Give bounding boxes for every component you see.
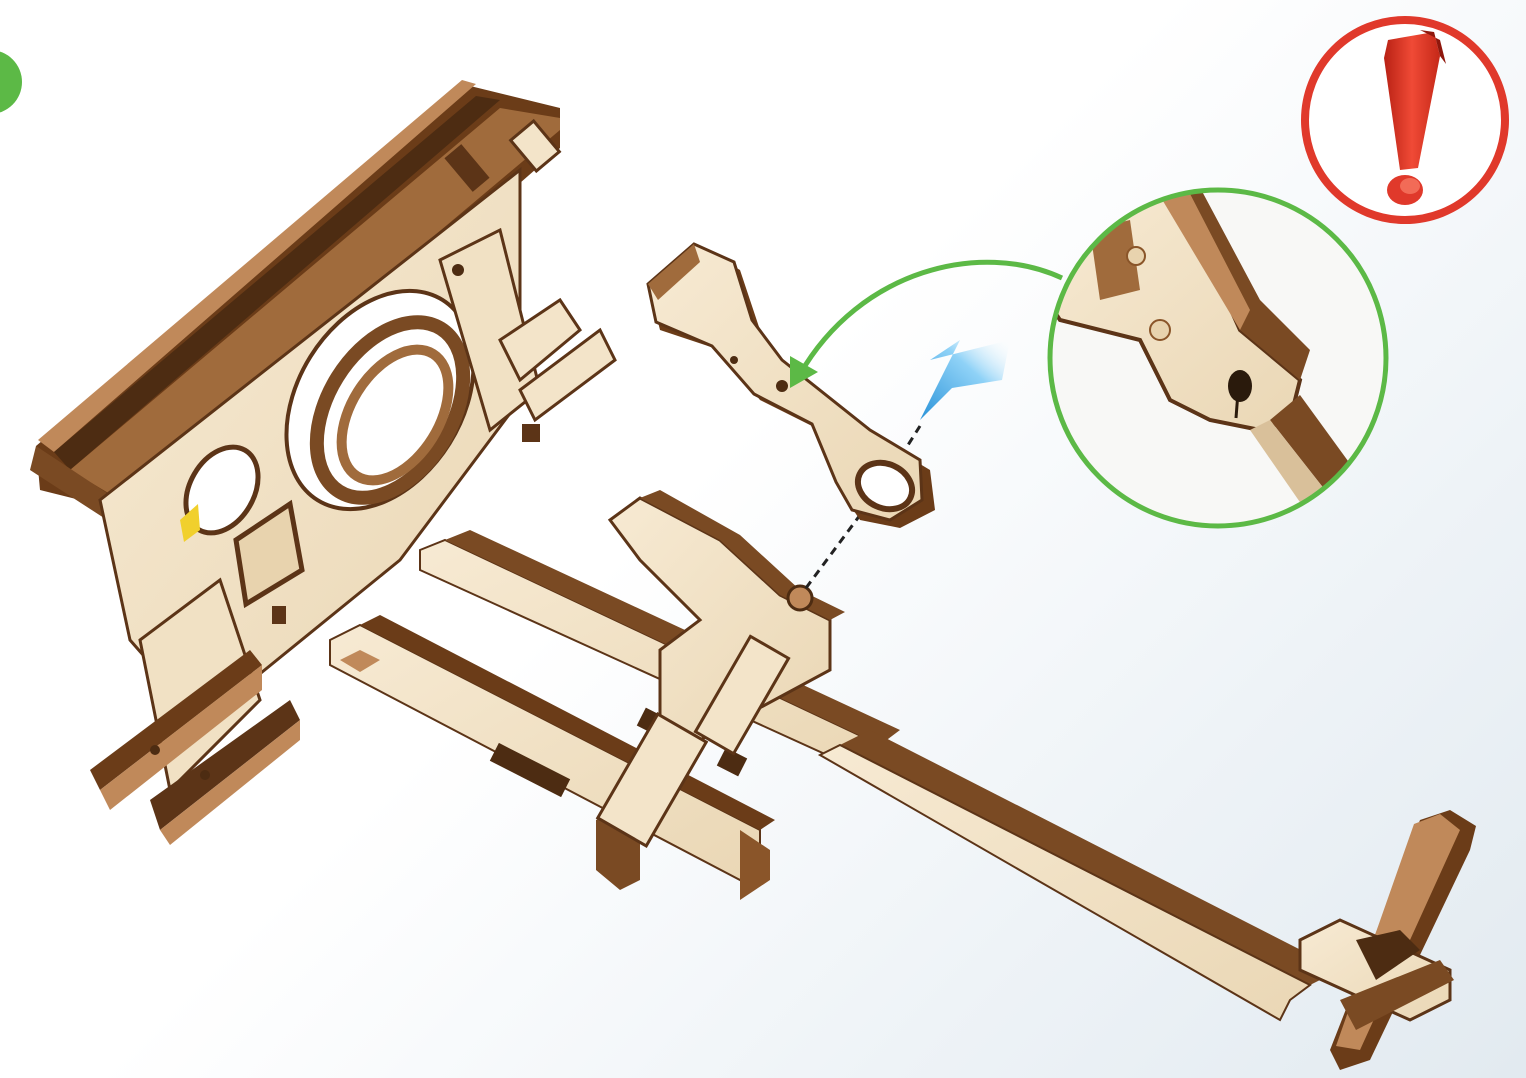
step-marker-icon: [0, 50, 22, 114]
blue-arrow-icon: [920, 340, 1010, 420]
rail-parts: [330, 530, 1340, 1020]
t-end-piece-part: [1300, 810, 1476, 1070]
callout-pointer-arrow: [790, 262, 1062, 388]
zoom-detail-circle: [1040, 180, 1420, 560]
exclamation-mark-icon: [1305, 20, 1505, 220]
